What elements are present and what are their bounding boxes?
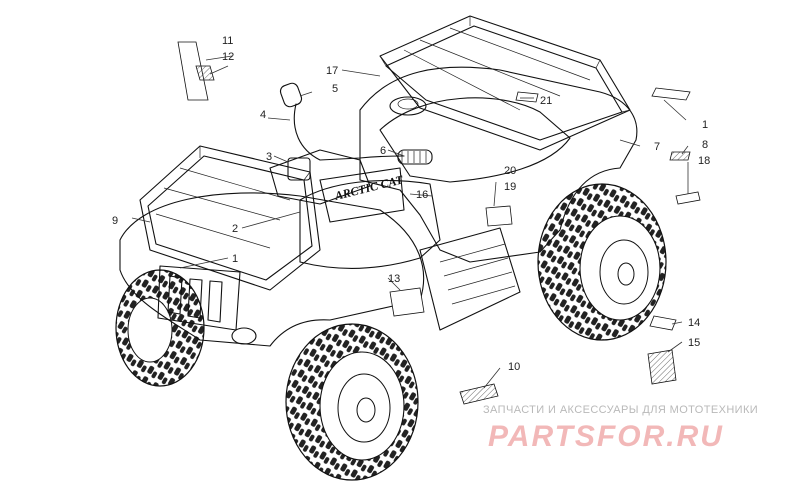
decal-12 <box>195 65 215 81</box>
decal-1-right <box>651 87 691 101</box>
callout-2: 2 <box>232 223 238 235</box>
decal-14 <box>649 315 677 331</box>
decal-10 <box>459 383 499 405</box>
callout-5: 5 <box>332 83 338 95</box>
callout-16: 16 <box>416 189 428 201</box>
decal-15 <box>647 349 677 385</box>
callout-14: 14 <box>688 317 700 329</box>
callout-12: 12 <box>222 51 234 63</box>
callout-9: 9 <box>112 215 118 227</box>
decal-19 <box>485 205 513 227</box>
callout-11: 11 <box>222 35 233 47</box>
callout-17: 17 <box>326 65 338 77</box>
callout-1-front: 1 <box>232 253 238 265</box>
callout-21: 21 <box>540 95 552 107</box>
callout-20: 20 <box>504 165 516 177</box>
front-rack <box>139 145 321 291</box>
callout-13: 13 <box>388 273 400 285</box>
front-left-wheel <box>115 269 205 387</box>
callout-10: 10 <box>508 361 520 373</box>
decal-18 <box>675 191 701 205</box>
callouts: 11 12 4 5 17 3 6 2 1 9 21 7 1 8 18 20 19… <box>112 35 710 373</box>
callout-8: 8 <box>702 139 708 151</box>
callout-6: 6 <box>380 145 386 157</box>
callout-18: 18 <box>698 155 710 167</box>
decal-21 <box>515 91 539 103</box>
decals <box>177 41 701 405</box>
handlebar <box>279 82 433 165</box>
watermark-caption: ЗАПЧАСТИ И АКСЕССУАРЫ ДЛЯ МОТОТЕХНИКИ <box>483 404 759 416</box>
callout-7: 7 <box>654 141 660 153</box>
callout-19: 19 <box>504 181 516 193</box>
callout-15: 15 <box>688 337 700 349</box>
rear-rack <box>379 15 631 151</box>
callout-1-rear: 1 <box>702 119 708 131</box>
decal-8 <box>669 151 691 161</box>
rear-right-wheel <box>537 183 667 341</box>
callout-4: 4 <box>260 109 266 121</box>
grille-slats <box>167 275 223 323</box>
watermark-logo: PARTSFOR.RU <box>488 420 724 453</box>
front-right-wheel <box>285 323 419 481</box>
callout-3: 3 <box>266 151 272 163</box>
decal-11 <box>177 41 209 101</box>
decal-13 <box>389 287 425 317</box>
leader-lines <box>131 55 689 389</box>
